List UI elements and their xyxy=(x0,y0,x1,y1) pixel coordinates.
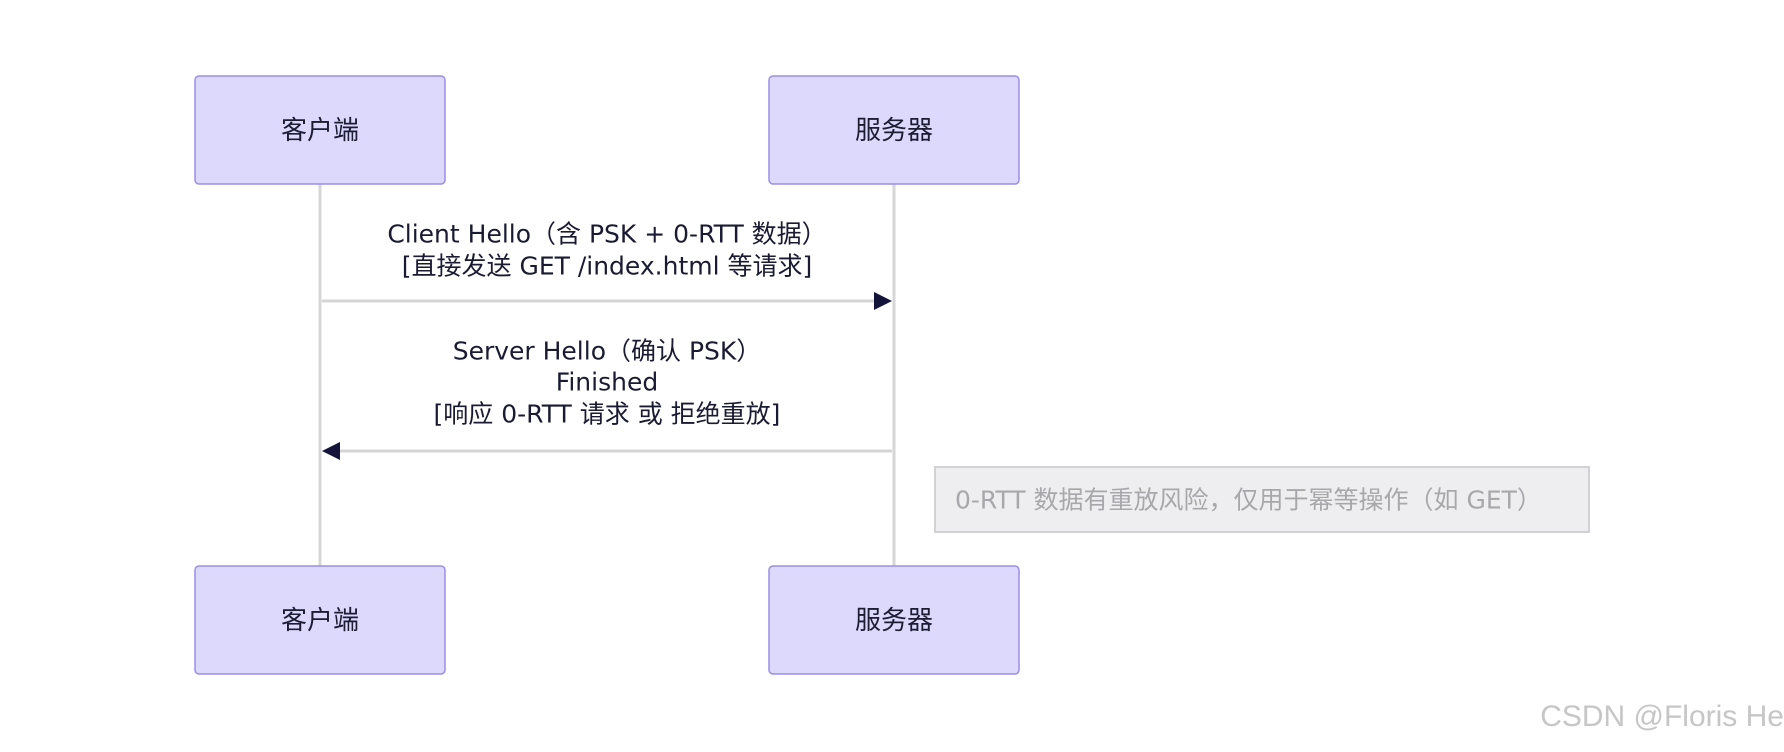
actor-client-bottom: 客户端 xyxy=(194,565,446,675)
message-server-hello-line2: Finished xyxy=(556,368,658,397)
actor-client-bottom-label: 客户端 xyxy=(281,606,359,636)
actor-client-top-label: 客户端 xyxy=(281,116,359,146)
actor-client-top: 客户端 xyxy=(194,75,446,185)
watermark: CSDN @Floris He xyxy=(1540,700,1784,733)
note-replay-risk-text: 0-RTT 数据有重放风险，仅用于幂等操作（如 GET） xyxy=(955,486,1542,515)
message-client-hello-line1: Client Hello（含 PSK + 0-RTT 数据） xyxy=(387,220,826,249)
message-client-hello-line2: [直接发送 GET /index.html 等请求] xyxy=(402,252,813,281)
message-server-hello-arrowhead xyxy=(322,442,340,460)
message-server-hello-line1: Server Hello（确认 PSK） xyxy=(453,337,762,366)
actor-server-bottom: 服务器 xyxy=(768,565,1020,675)
actor-server-top-label: 服务器 xyxy=(855,116,933,146)
message-server-hello: Server Hello（确认 PSK） Finished [响应 0-RTT … xyxy=(322,337,892,460)
actor-server-top: 服务器 xyxy=(768,75,1020,185)
note-replay-risk: 0-RTT 数据有重放风险，仅用于幂等操作（如 GET） xyxy=(934,466,1590,533)
message-client-hello: Client Hello（含 PSK + 0-RTT 数据） [直接发送 GET… xyxy=(322,220,892,310)
actor-server-bottom-label: 服务器 xyxy=(855,606,933,636)
message-server-hello-line3: [响应 0-RTT 请求 或 拒绝重放] xyxy=(434,400,781,429)
message-client-hello-arrowhead xyxy=(874,292,892,310)
